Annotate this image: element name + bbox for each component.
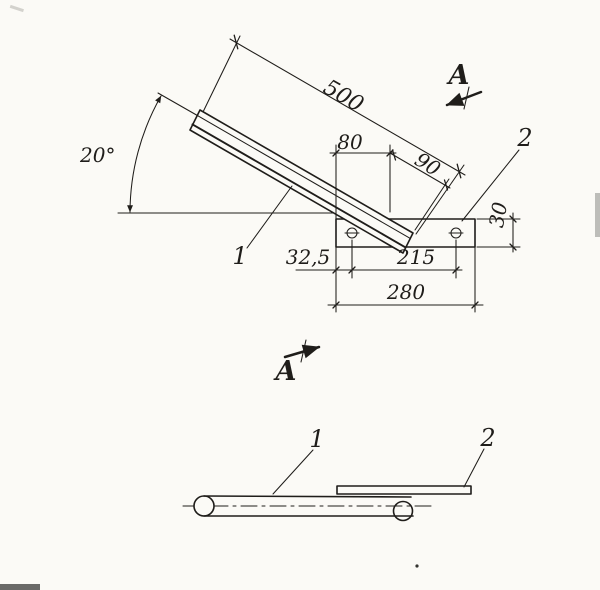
scan-smudge-bottom-left xyxy=(0,584,40,590)
leader-line xyxy=(463,448,485,488)
member-inner-edge xyxy=(191,123,407,249)
dim-215-label: 215 xyxy=(396,245,435,269)
plate-side-view xyxy=(336,485,472,495)
rod-left-end xyxy=(193,495,215,517)
dim-tick xyxy=(509,215,517,223)
member-outline xyxy=(189,109,414,254)
part2-label-side: 2 xyxy=(479,424,495,452)
ext-line xyxy=(415,164,465,235)
dim-tick xyxy=(471,301,479,309)
section-arrow xyxy=(283,344,321,359)
dim-90-label: 90 xyxy=(411,147,446,181)
section-tick xyxy=(463,86,470,110)
angle-dimension: 20° xyxy=(79,92,339,214)
section-mark-bottom: A xyxy=(273,339,321,387)
ext-line xyxy=(202,35,241,113)
member-plan-view xyxy=(189,109,414,254)
dimension-90: 90 xyxy=(389,147,451,231)
side-view: 1 2 xyxy=(182,424,496,522)
scan-mark-top-left xyxy=(9,4,24,13)
part1-label-plan: 1 xyxy=(232,242,247,270)
dim-line xyxy=(229,38,466,176)
scan-dot xyxy=(415,564,419,568)
dim-tick xyxy=(391,149,397,161)
leader-line xyxy=(461,149,520,222)
dimension-215: 215 xyxy=(351,239,463,279)
leader-part2-plan: 2 xyxy=(461,124,533,222)
section-a-bottom-label: A xyxy=(273,356,297,387)
section-mark-top: A xyxy=(445,60,483,110)
dim-tick xyxy=(452,266,460,274)
dim-30-label: 30 xyxy=(484,200,512,230)
dim-tick xyxy=(456,163,462,179)
leader-line xyxy=(272,449,314,495)
section-tick xyxy=(300,339,307,363)
dim-32-5-label: 32,5 xyxy=(286,245,331,269)
dim-tick xyxy=(509,243,517,251)
section-arrow xyxy=(445,90,483,107)
leader-line xyxy=(246,185,293,249)
dimension-32-5: 32,5 xyxy=(286,239,359,313)
rod-top-edge xyxy=(203,495,412,498)
rod-right-end xyxy=(392,500,414,522)
angle-arc xyxy=(127,95,162,213)
dimension-30: 30 xyxy=(476,200,521,253)
member-inner-edge xyxy=(196,115,412,240)
dim-tick xyxy=(332,149,340,157)
dim-280-label: 280 xyxy=(386,280,425,304)
dim-80-label: 80 xyxy=(337,130,363,154)
dimension-280: 280 xyxy=(327,246,484,313)
scan-smudge-right-edge xyxy=(595,193,600,237)
dim-line xyxy=(389,152,451,189)
leader-part1-plan: 1 xyxy=(232,185,293,270)
dim-tick xyxy=(332,301,340,309)
scan-artifacts xyxy=(0,4,600,590)
ext-line xyxy=(414,178,450,231)
dim-tick xyxy=(332,266,340,274)
dim-tick xyxy=(233,34,239,50)
dim-500-label: 500 xyxy=(319,75,368,118)
part2-label-plan: 2 xyxy=(516,124,532,152)
part1-label-side: 1 xyxy=(309,425,324,453)
section-a-top-label: A xyxy=(446,60,470,91)
dim-tick xyxy=(443,179,449,191)
angle-label: 20° xyxy=(79,143,115,167)
